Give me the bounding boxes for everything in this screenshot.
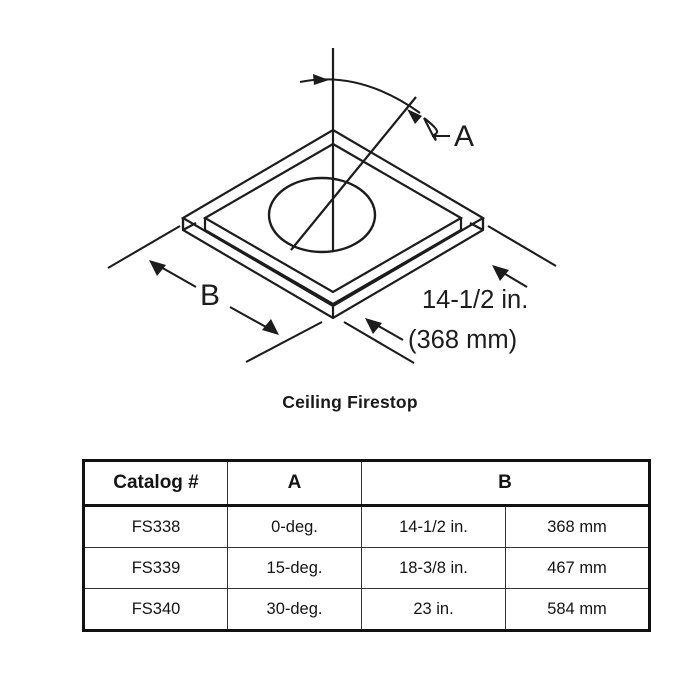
table-row: FS339 15-deg. 18-3/8 in. 467 mm [83,547,651,589]
firestop-figure: A B 14-1/2 in. (368 mm) [107,48,557,364]
table-row: FS338 0-deg. 14-1/2 in. 368 mm [83,505,651,548]
spec-table-header: Catalog # A B [83,460,651,507]
b-arrowhead-upper [149,260,166,276]
header-angle-a: A [227,460,362,507]
cell-b-inches: 23 in. [361,588,506,631]
right-corner-facet [469,222,484,231]
width-label-mm: (368 mm) [408,326,517,354]
b-extension-line-lower [245,321,323,363]
angle-arc-arrowhead-right [407,109,422,124]
cell-b-mm: 467 mm [504,547,651,589]
firestop-spec-table: Catalog # A B FS338 0-deg. 14-1/2 in. 36… [82,459,652,632]
angle-leader-curve2 [423,117,439,137]
cell-catalog: FS339 [83,547,228,589]
spec-table-container: Catalog # A B FS338 0-deg. 14-1/2 in. 36… [82,459,652,632]
width-extension-line-lower [343,321,415,364]
header-catalog: Catalog # [83,460,228,507]
angle-arc-path [299,78,421,114]
cell-b-mm: 584 mm [504,588,651,631]
cell-angle: 0-deg. [227,505,362,548]
angle-dimension-arc [299,78,421,114]
ceiling-plate-thickness [181,218,485,320]
cell-b-mm: 368 mm [504,505,651,548]
cell-b-inches: 14-1/2 in. [361,505,506,548]
width-extension-line-upper [487,225,557,267]
spec-table-body: FS338 0-deg. 14-1/2 in. 368 mm FS339 15-… [83,505,651,631]
cell-angle: 30-deg. [227,588,362,631]
width-arrowhead-lower [365,318,382,334]
left-corner-facet [182,222,197,231]
table-row: FS340 30-deg. 23 in. 584 mm [83,588,651,631]
center-hole-ellipse [267,176,377,254]
tilted-pipe-axis-line [290,96,417,251]
plate-flange-outline [202,142,464,294]
cell-catalog: FS338 [83,505,228,548]
plate-thickness-inner-edges [203,218,463,306]
width-arrowhead-upper [492,265,509,281]
width-label-inches: 14-1/2 in. [422,286,528,314]
cell-catalog: FS340 [83,588,228,631]
cell-b-inches: 18-3/8 in. [361,547,506,589]
side-label-B: B [200,279,220,312]
b-extension-line-upper [107,225,181,269]
table-header-row: Catalog # A B [83,460,651,507]
firestop-isometric-drawing: A B 14-1/2 in. (368 mm) [107,48,557,364]
angle-label-A: A [454,120,474,153]
cell-angle: 15-deg. [227,547,362,589]
angle-label-leader [423,117,450,141]
figure-caption: Ceiling Firestop [282,392,418,412]
b-arrowhead-lower [262,319,279,335]
b-dimension [107,225,323,363]
header-dimension-b: B [360,460,651,507]
angle-arc-arrowhead-left [313,74,329,85]
